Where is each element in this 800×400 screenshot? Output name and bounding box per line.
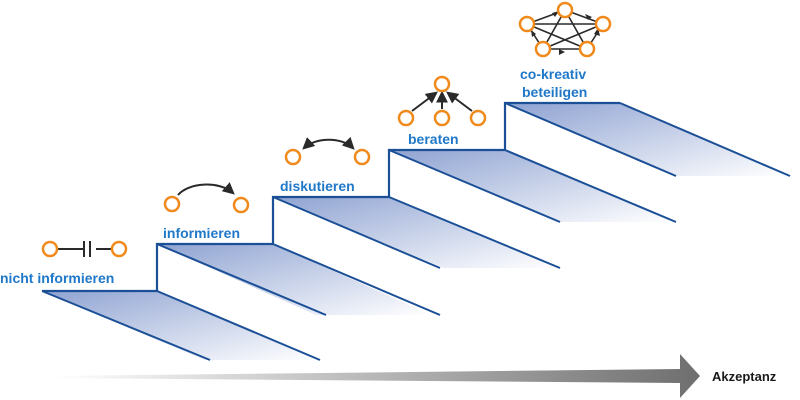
network-icon <box>518 1 612 58</box>
diagonal-8 <box>504 149 677 223</box>
tread-2 <box>157 244 432 315</box>
step-label-informieren: informieren <box>163 225 240 241</box>
step-label-beteiligen: beteiligen <box>522 84 587 100</box>
tread-3 <box>273 197 560 268</box>
step-label-co-kreativ: co-kreativ <box>520 66 586 82</box>
step-label-beraten: beraten <box>408 131 459 147</box>
two-way-arrow-icon <box>284 136 371 166</box>
diagonal-4 <box>272 243 441 316</box>
diagonal-7 <box>388 149 561 223</box>
one-way-arrow-icon <box>163 182 250 214</box>
stair-treads <box>42 103 790 360</box>
diagonal-5 <box>272 196 441 269</box>
step-label-diskutieren: diskutieren <box>280 178 355 194</box>
diagonal-1 <box>41 290 211 361</box>
staircase-outline <box>42 101 620 293</box>
axis-label-akzeptanz: Akzeptanz <box>712 369 777 384</box>
diagonal-9 <box>504 102 677 177</box>
stair-diagonals <box>41 102 791 361</box>
diagonal-3 <box>156 243 327 316</box>
tread-4 <box>389 150 676 222</box>
tread-1 <box>42 291 320 360</box>
diagonal-10 <box>619 102 791 177</box>
step-label-nicht-informieren: nicht informieren <box>0 270 114 286</box>
diagonal-6 <box>388 196 561 269</box>
blocked-link-icon <box>41 240 128 258</box>
converging-arrows-icon <box>397 75 487 127</box>
tread-5 <box>505 103 790 176</box>
diagonal-2 <box>156 290 321 361</box>
acceptance-axis-arrow <box>52 354 700 398</box>
